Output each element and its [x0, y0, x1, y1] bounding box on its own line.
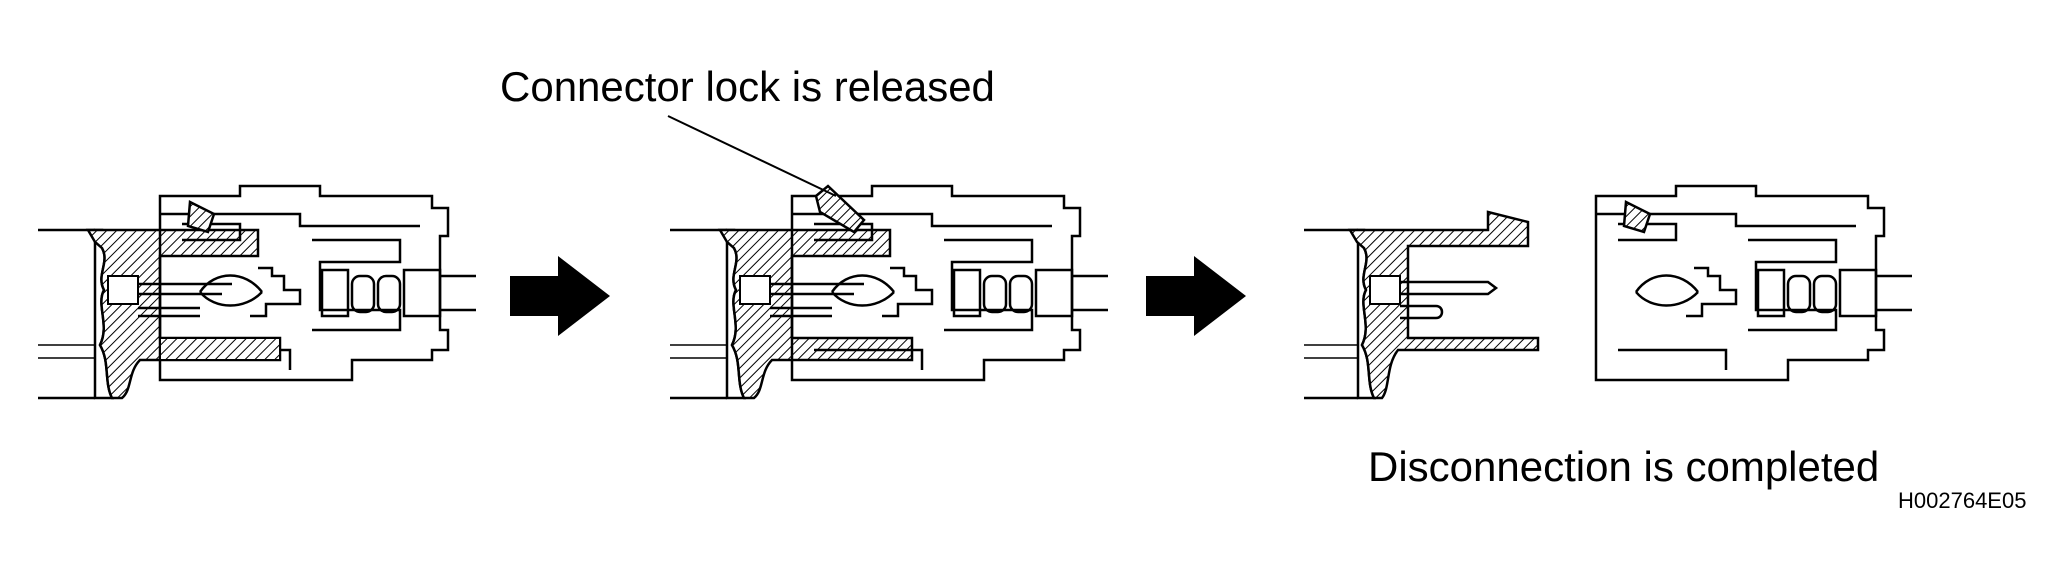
step-connected	[36, 184, 478, 400]
right-arrow-icon	[1146, 256, 1246, 336]
callout-leader-line	[667, 115, 837, 197]
right-arrow-icon	[510, 256, 610, 336]
step-lock-released	[668, 184, 1110, 400]
lock-released-label: Connector lock is released	[500, 63, 995, 110]
disconnection-completed-label: Disconnection is completed	[1368, 443, 1880, 490]
step-disconnected-male	[1594, 184, 1914, 382]
step-disconnected-female	[1304, 210, 1540, 400]
female-guide-hatch	[159, 337, 281, 361]
figure-code: H002764E05	[1898, 488, 2027, 513]
